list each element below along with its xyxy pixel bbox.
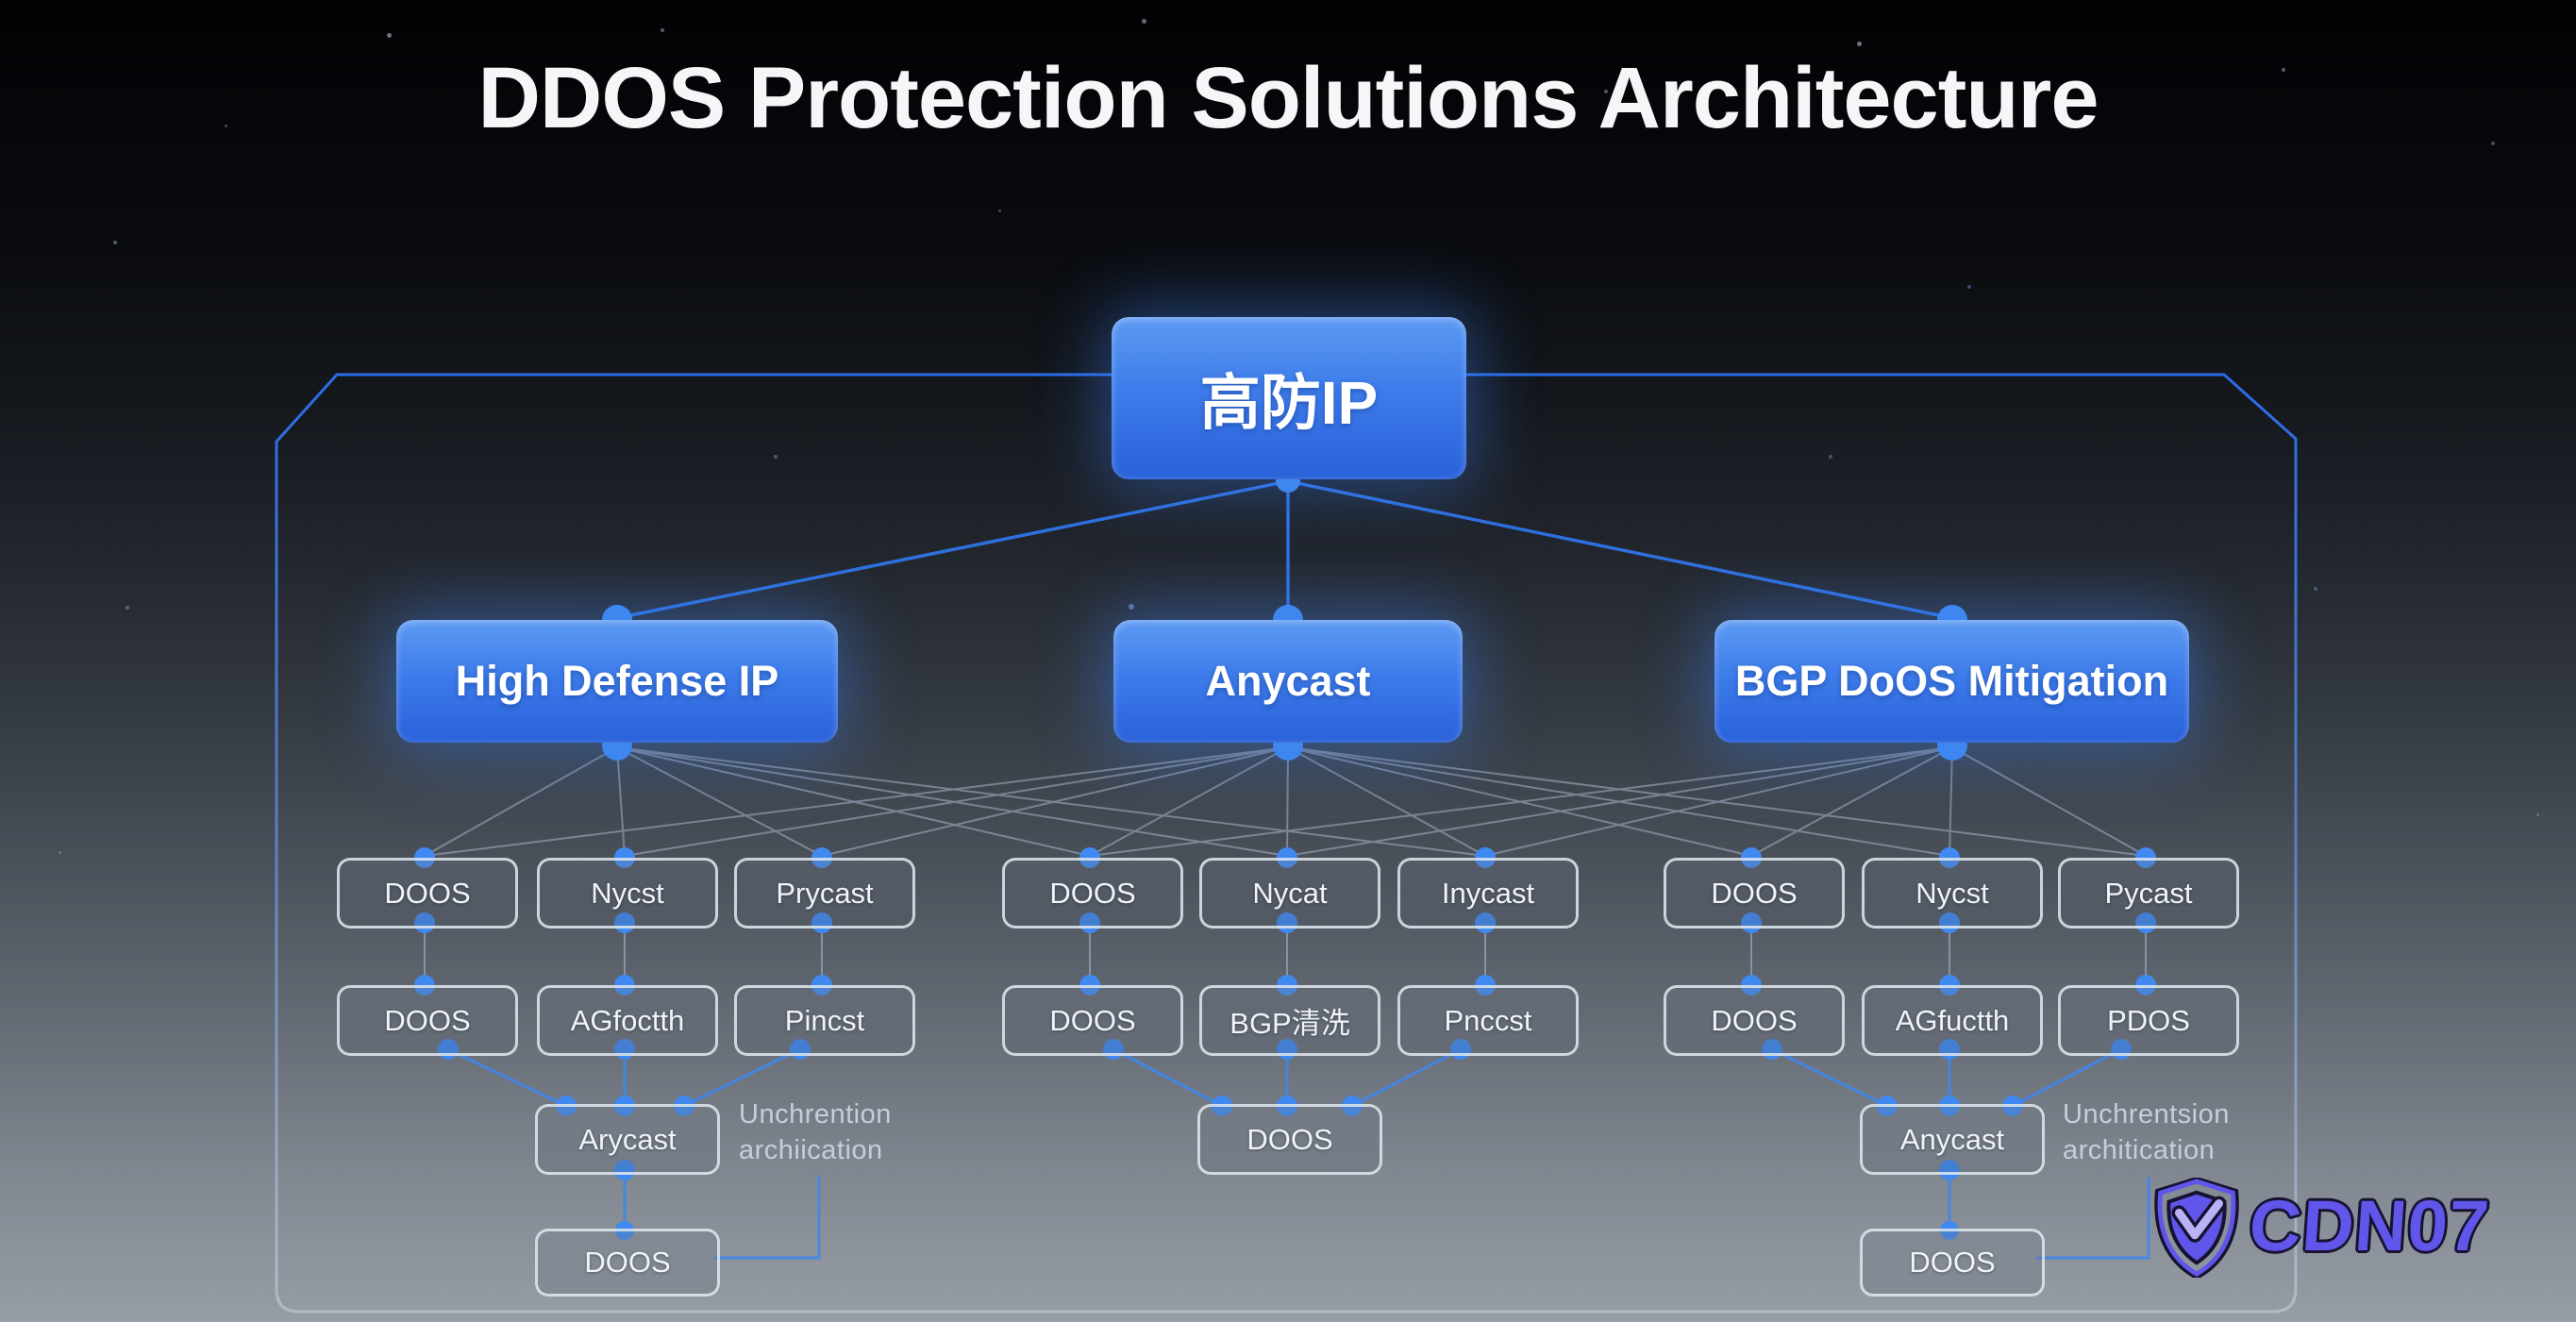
branch-node-high-defense-ip: High Defense IP <box>396 620 838 743</box>
sub-node: DOOS <box>1002 858 1183 929</box>
star-icon <box>1857 42 1862 46</box>
sub-node: Nycst <box>537 858 718 929</box>
hub-node-arycast: Arycast <box>535 1104 720 1175</box>
star-icon <box>2491 142 2495 145</box>
hub-node-anycast: Anycast <box>1860 1104 2045 1175</box>
page-title: DDOS Protection Solutions Architecture <box>477 50 2099 146</box>
star-icon <box>113 241 117 244</box>
root-node-label: 高防IP <box>1199 369 1379 437</box>
hub-node-label: Arycast <box>578 1122 677 1156</box>
sub-node: PDOS <box>2058 985 2239 1056</box>
leaf-node-doos-left: DOOS <box>535 1229 720 1297</box>
sub-node: AGfoctth <box>537 985 718 1056</box>
star-icon <box>1604 90 1608 93</box>
note-line: architication <box>2063 1135 2216 1166</box>
sub-node: Pnccst <box>1397 985 1579 1056</box>
root-node: 高防IP <box>1112 317 1466 479</box>
star-icon <box>661 28 664 32</box>
sub-node-label: AGfoctth <box>570 1003 685 1037</box>
sub-node: AGfuctth <box>1862 985 2043 1056</box>
sub-node-label: Pnccst <box>1444 1003 1532 1037</box>
sub-node: Prycast <box>734 858 915 929</box>
sub-node-label: Nycst <box>1915 876 1989 910</box>
sub-node-label: AGfuctth <box>1895 1003 2010 1037</box>
sub-node-label: DOOS <box>1049 1003 1136 1037</box>
sub-node-label: DOOS <box>384 1003 471 1037</box>
branch-label: High Defense IP <box>455 657 779 705</box>
note-right: Unchrentsion architication <box>2063 1096 2230 1169</box>
watermark: CDN07 <box>2149 1178 2493 1278</box>
star-icon <box>387 33 392 38</box>
sub-node: DOOS <box>337 858 518 929</box>
star-icon <box>125 606 129 610</box>
star-icon <box>2314 587 2317 591</box>
sub-node-label: DOOS <box>1711 876 1798 910</box>
star-icon <box>2536 813 2539 816</box>
note-line: archiication <box>739 1135 883 1166</box>
branch-label: Anycast <box>1205 657 1371 705</box>
sub-node: DOOS <box>1664 858 1845 929</box>
connector-root-to-branches <box>616 479 1953 620</box>
star-icon <box>1829 455 1832 459</box>
sub-node: BGP清洗 <box>1199 985 1380 1056</box>
sub-node-label: Nycat <box>1252 876 1328 910</box>
brand-text: CDN07 <box>2247 1186 2493 1266</box>
sub-node-label: DOOS <box>1049 876 1136 910</box>
note-line: Unchrention <box>739 1099 892 1130</box>
star-icon <box>59 851 61 854</box>
hub-node-label: Anycast <box>1899 1122 2005 1156</box>
branch-node-bgp-mitigation: BGP DoOS Mitigation <box>1715 620 2189 743</box>
sub-node-label: PDOS <box>2107 1003 2190 1037</box>
star-icon <box>2282 68 2285 72</box>
sub-node-label: Pincst <box>784 1003 865 1037</box>
leaf-node-label: DOOS <box>584 1246 671 1279</box>
shield-check-icon <box>2154 1178 2239 1278</box>
sub-node: Nycst <box>1862 858 2043 929</box>
star-icon <box>1967 285 1971 289</box>
sub-node: Nycat <box>1199 858 1380 929</box>
sub-node-label: BGP清洗 <box>1229 1007 1350 1040</box>
sub-node: DOOS <box>337 985 518 1056</box>
sub-node: Inycast <box>1397 858 1579 929</box>
sub-node: Pycast <box>2058 858 2239 929</box>
star-icon <box>225 125 227 127</box>
sub-node-label: Nycst <box>591 876 664 910</box>
star-icon <box>774 455 778 459</box>
sub-node: DOOS <box>1664 985 1845 1056</box>
sub-node-label: Prycast <box>776 876 874 910</box>
leaf-node-doos-right: DOOS <box>1860 1229 2045 1297</box>
hub-node-doos: DOOS <box>1197 1104 1382 1175</box>
sub-node-label: Pycast <box>2104 876 2193 910</box>
hub-node-label: DOOS <box>1246 1122 1333 1156</box>
star-icon <box>1142 19 1146 24</box>
star-icon <box>1129 604 1134 610</box>
note-left: Unchrention archiication <box>739 1096 892 1169</box>
branch-node-anycast: Anycast <box>1113 620 1463 743</box>
sub-node: DOOS <box>1002 985 1183 1056</box>
sub-node-label: DOOS <box>1711 1003 1798 1037</box>
connector-mesh <box>424 746 2147 857</box>
leaf-node-label: DOOS <box>1909 1246 1996 1279</box>
diagram-frame <box>275 373 2298 1314</box>
sub-node: Pincst <box>734 985 915 1056</box>
sub-node-label: DOOS <box>384 876 471 910</box>
branch-label: BGP DoOS Mitigation <box>1734 657 2169 705</box>
note-line: Unchrentsion <box>2063 1099 2230 1130</box>
sub-node-label: Inycast <box>1441 876 1535 910</box>
star-icon <box>998 209 1001 212</box>
